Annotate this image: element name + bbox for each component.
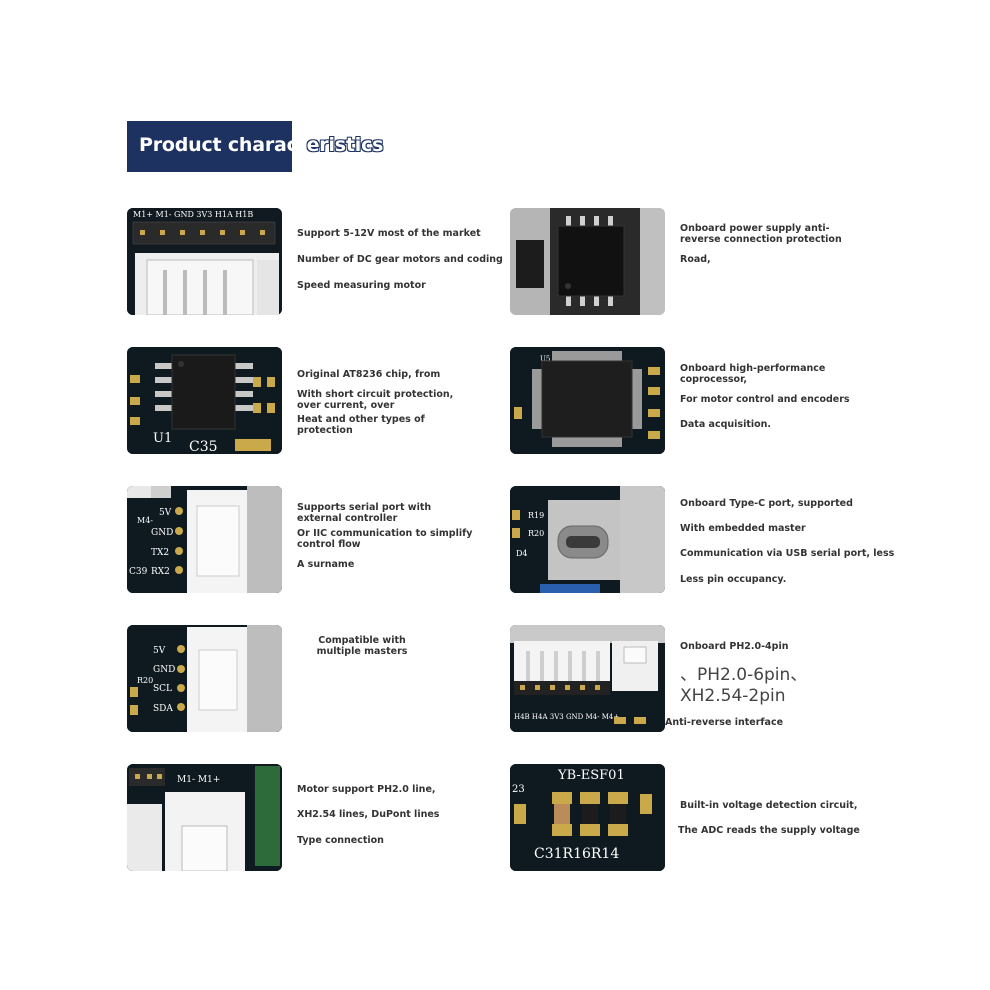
i2c-label-gnd: GND [153, 665, 175, 675]
feature-6-line-3: Communication via USB serial port, less [680, 548, 895, 559]
typec-r19-label: R19 [528, 511, 544, 520]
i2c-label-5v: 5V [153, 646, 166, 656]
feature-8-line-1: Onboard PH2.0-4pin [680, 641, 789, 652]
at8236-chip-image: U1 C35 [127, 347, 282, 454]
feature-5-line-3: A surname [297, 559, 355, 570]
feature-3-line-1: Original AT8236 chip, from [297, 369, 441, 380]
voltage-detection-image: YB-ESF01 23 C31R16R14 [510, 764, 665, 871]
board-name-label: YB-ESF01 [557, 768, 625, 783]
feature-9-line-1: Motor support PH2.0 line, [297, 784, 436, 795]
port-label-5v: 5V [159, 508, 172, 518]
c39-label: C39 [129, 567, 148, 577]
port-label-rx2: RX2 [151, 567, 170, 577]
type-c-port-image: R19 R20 D4 [510, 486, 665, 593]
feature-1-line-3: Speed measuring motor [297, 280, 426, 291]
port-label-gnd: GND [151, 528, 173, 538]
feature-2-line-1: Onboard power supply anti-reverse connec… [680, 223, 842, 245]
power-protection-image [510, 208, 665, 315]
motor-connector-image: M1+ M1- GND 3V3 H1A H1B [127, 208, 282, 315]
i2c-label-sda: SDA [153, 704, 173, 714]
m4-label: M4- [137, 516, 153, 525]
resistors-label: C31R16R14 [534, 846, 619, 862]
feature-2-line-2: Road, [680, 254, 711, 265]
feature-3-line-2: With short circuit protection, over curr… [297, 389, 454, 411]
typec-r20-label: R20 [528, 529, 544, 538]
feature-4-line-2: For motor control and encoders [680, 394, 850, 405]
r20-label: R20 [137, 676, 153, 685]
typec-d4-label: D4 [516, 549, 528, 558]
feature-5-line-1: Supports serial port with external contr… [297, 502, 432, 524]
port-label-tx2: TX2 [151, 548, 169, 558]
feature-4-line-1: Onboard high-performance coprocessor, [680, 363, 826, 385]
motor-ph2-image: M1- M1+ [127, 764, 282, 871]
feature-3-line-3: Heat and other types of protection [297, 414, 425, 436]
coprocessor-image: U5 [510, 347, 665, 454]
title-part2: eristics [306, 134, 384, 156]
feature-10-line-2: The ADC reads the supply voltage [678, 825, 860, 836]
feature-8-line-2: 、PH2.0-6pin、 [680, 665, 808, 685]
feature-6-line-2: With embedded master [680, 523, 806, 534]
feature-8-line-3: XH2.54-2pin [680, 686, 786, 706]
feature-9-line-2: XH2.54 lines, DuPont lines [297, 809, 440, 820]
u1-label: U1 [153, 431, 172, 446]
feature-4-line-3: Data acquisition. [680, 419, 772, 430]
feature-8-line-4: Anti-reverse interface [665, 717, 784, 728]
feature-7-line-1: Compatible with multiple masters [316, 635, 408, 657]
motor-label: M1- M1+ [177, 775, 220, 785]
u5-label: U5 [540, 355, 550, 363]
r23-label: 23 [512, 784, 525, 795]
title-part1: Product charact [139, 134, 307, 156]
pins1-label: M1+ M1- GND 3V3 H1A H1B [133, 210, 253, 219]
feature-6-line-1: Onboard Type-C port, supported [680, 498, 853, 509]
i2c-port-image: 5V GND SCL SDA R20 [127, 625, 282, 732]
serial-port-image: M4- 5V GND TX2 RX2 C39 [127, 486, 282, 593]
feature-9-line-3: Type connection [297, 835, 384, 846]
page-title: Product characteristics [139, 134, 383, 156]
ph-pins-label: H4B H4A 3V3 GND M4- M4+ [514, 713, 619, 721]
feature-6-line-4: Less pin occupancy. [680, 574, 787, 585]
i2c-label-scl: SCL [153, 684, 172, 694]
title-banner [127, 121, 292, 172]
feature-5-line-2: Or IIC communication to simplify control… [297, 528, 473, 550]
feature-10-line-1: Built-in voltage detection circuit, [680, 800, 858, 811]
chip-c35-label: C35 [189, 439, 218, 454]
feature-1-line-1: Support 5-12V most of the market [297, 228, 481, 239]
feature-1-line-2: Number of DC gear motors and coding [297, 254, 503, 265]
ph2-connectors-image: H4B H4A 3V3 GND M4- M4+ [510, 625, 665, 732]
